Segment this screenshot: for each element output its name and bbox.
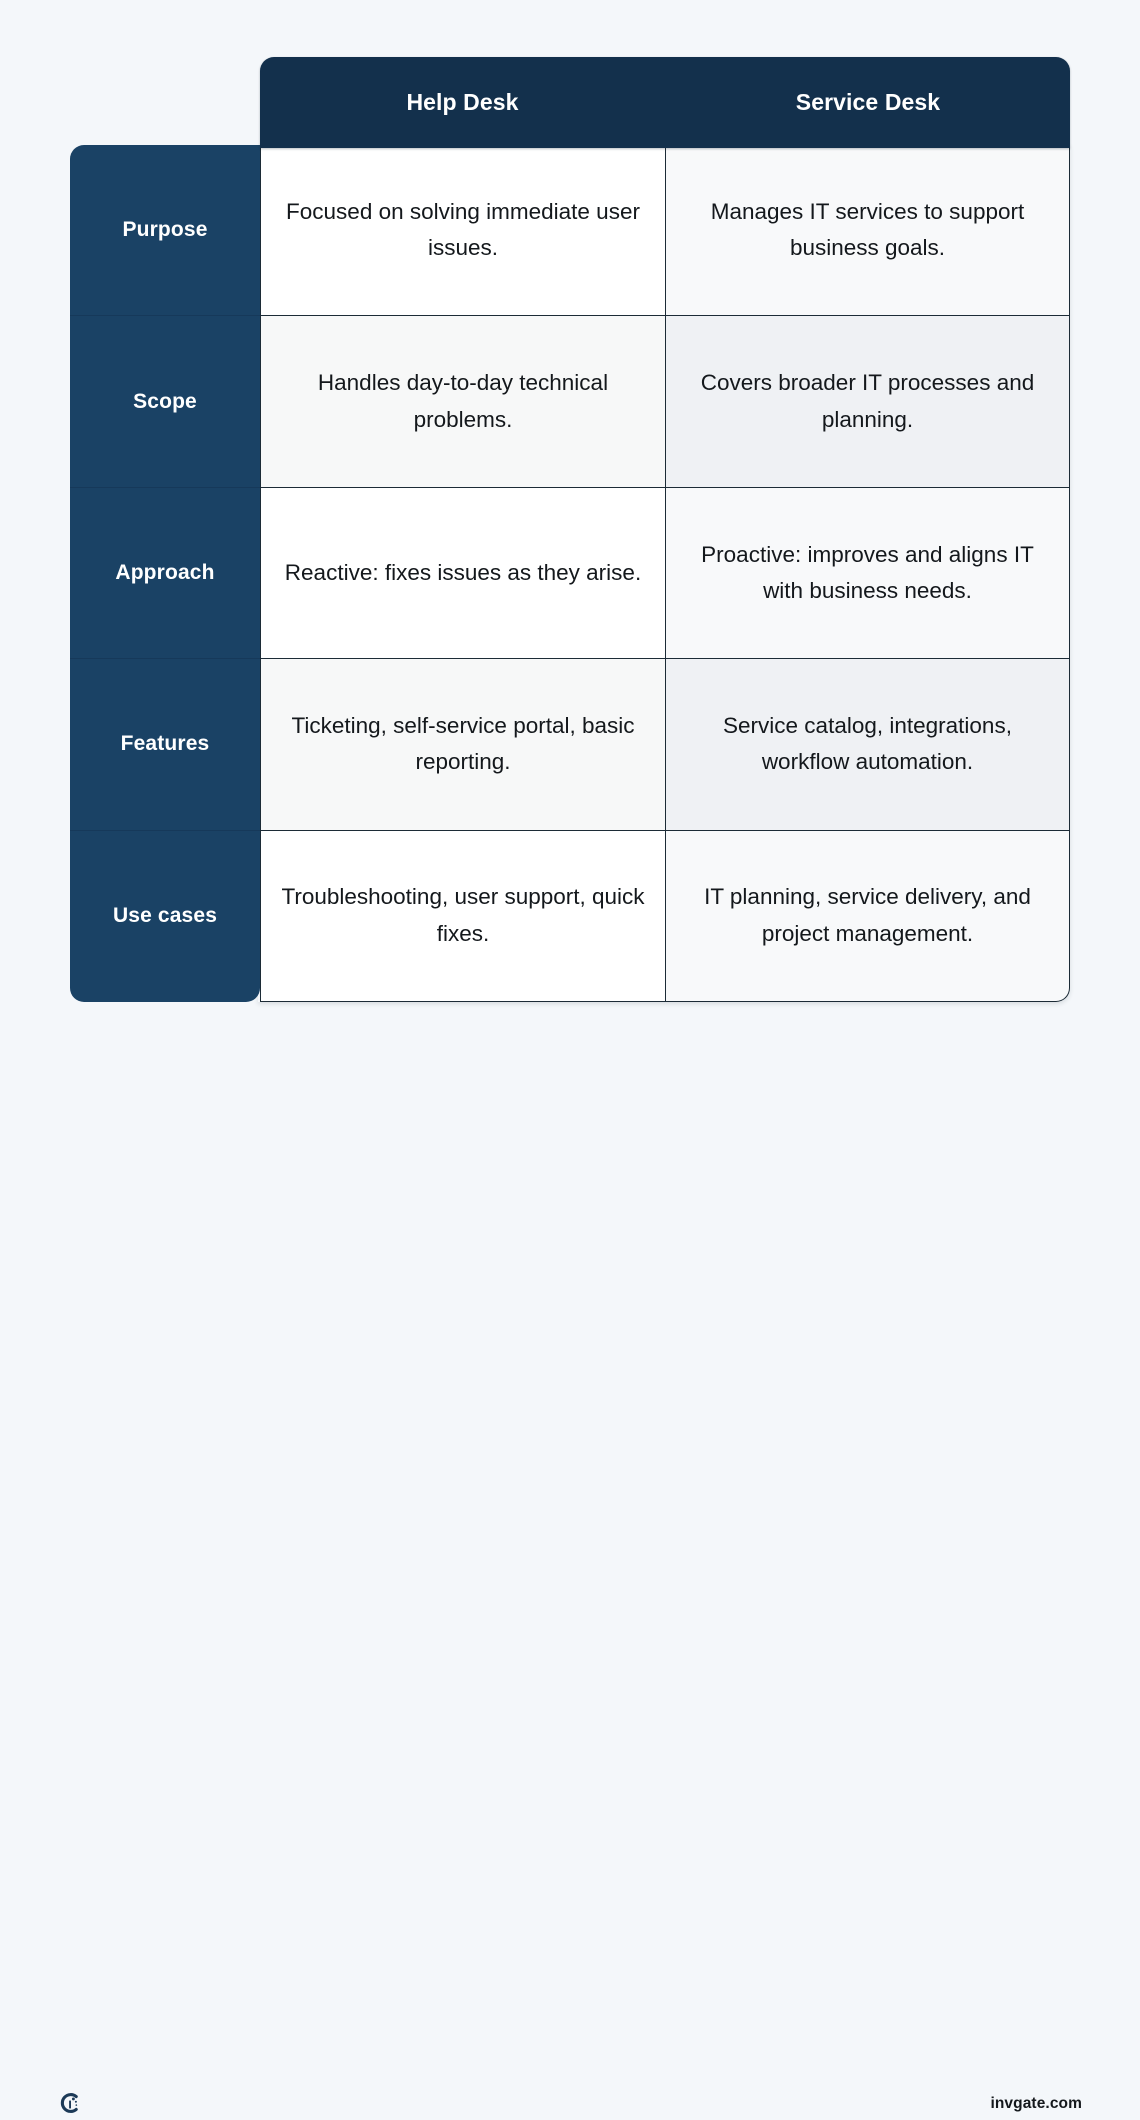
- cell-approach-service-desk: Proactive: improves and aligns IT with b…: [665, 487, 1070, 660]
- row-label-purpose: Purpose: [70, 145, 260, 317]
- table-row: Purpose Focused on solving immediate use…: [70, 145, 1070, 317]
- cell-purpose-service-desk: Manages IT services to support business …: [665, 145, 1070, 317]
- row-label-features: Features: [70, 659, 260, 831]
- cell-use-cases-service-desk: IT planning, service delivery, and proje…: [665, 830, 1070, 1002]
- footer: invgate.com: [0, 1040, 1140, 2113]
- invgate-logo-icon: [58, 2091, 82, 2115]
- footer-website-url: invgate.com: [990, 2095, 1082, 2112]
- table-row: Scope Handles day-to-day technical probl…: [70, 316, 1070, 488]
- column-header-service-desk: Service Desk: [665, 57, 1070, 148]
- comparison-table: Help Desk Service Desk Purpose Focused o…: [70, 57, 1070, 1002]
- cell-features-help-desk: Ticketing, self-service portal, basic re…: [260, 659, 665, 831]
- cell-features-service-desk: Service catalog, integrations, workflow …: [665, 659, 1070, 831]
- column-header-help-desk: Help Desk: [406, 89, 519, 115]
- cell-scope-service-desk: Covers broader IT processes and planning…: [665, 316, 1070, 488]
- cell-approach-help-desk: Reactive: fixes issues as they arise.: [260, 487, 665, 660]
- table-body: Purpose Focused on solving immediate use…: [70, 145, 1070, 1002]
- cell-scope-help-desk: Handles day-to-day technical problems.: [260, 316, 665, 488]
- row-label-approach: Approach: [70, 487, 260, 660]
- table-row: Features Ticketing, self-service portal,…: [70, 659, 1070, 831]
- cell-purpose-help-desk: Focused on solving immediate user issues…: [260, 145, 665, 317]
- table-row: Use cases Troubleshooting, user support,…: [70, 830, 1070, 1002]
- row-label-use-cases: Use cases: [70, 830, 260, 1002]
- cell-use-cases-help-desk: Troubleshooting, user support, quick fix…: [260, 830, 665, 1002]
- row-label-scope: Scope: [70, 316, 260, 488]
- table-header-row: Help Desk Service Desk: [260, 57, 1070, 148]
- table-row: Approach Reactive: fixes issues as they …: [70, 487, 1070, 660]
